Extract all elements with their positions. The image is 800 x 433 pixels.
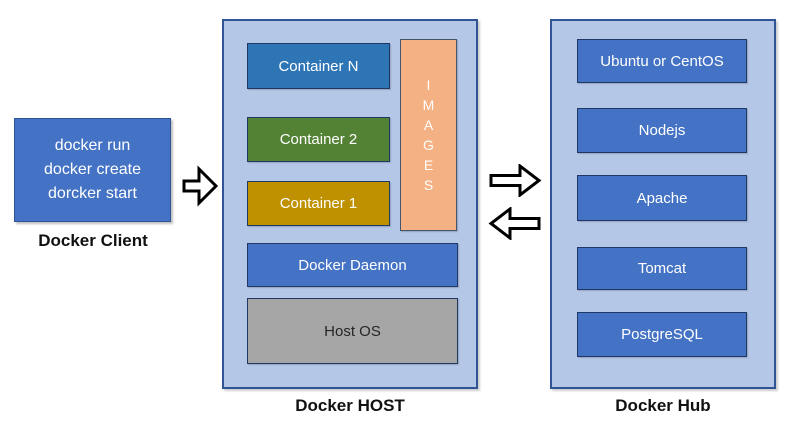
container-2-label: Container 2 bbox=[279, 131, 358, 148]
host-os-box: Host OS bbox=[247, 298, 458, 364]
host-to-hub-arrow-icon bbox=[489, 164, 542, 197]
hub-repo-apache-box: Apache bbox=[577, 175, 747, 221]
docker-daemon-box: Docker Daemon bbox=[247, 243, 458, 287]
docker-host-label: Docker HOST bbox=[295, 396, 405, 415]
client-to-host-arrow-icon bbox=[182, 165, 219, 207]
hub-repo-label: PostgreSQL bbox=[621, 326, 703, 343]
hub-repo-postgresql-box: PostgreSQL bbox=[577, 312, 747, 357]
hub-repo-label: Apache bbox=[636, 189, 688, 207]
images-letter: M bbox=[422, 97, 435, 113]
hub-repo-label: Tomcat bbox=[637, 260, 687, 277]
container-2-box: Container 2 bbox=[247, 117, 390, 162]
docker-daemon-label: Docker Daemon bbox=[298, 256, 407, 274]
hub-repo-nodejs-box: Nodejs bbox=[577, 108, 747, 153]
docker-hub-label: Docker Hub bbox=[615, 396, 711, 415]
docker-client-label: Docker Client bbox=[38, 231, 148, 250]
client-command-line: dorcker start bbox=[48, 185, 137, 202]
hub-to-host-arrow-icon bbox=[488, 207, 541, 240]
hub-repo-label: Ubuntu or CentOS bbox=[600, 52, 724, 70]
host-os-label: Host OS bbox=[324, 322, 381, 340]
container-1-label: Container 1 bbox=[279, 195, 358, 212]
docker-client-box: docker run docker create dorcker start bbox=[14, 118, 171, 222]
client-command-line: docker create bbox=[44, 161, 141, 178]
container-1-box: Container 1 bbox=[247, 181, 390, 226]
hub-repo-tomcat-box: Tomcat bbox=[577, 247, 747, 290]
images-letter: E bbox=[423, 157, 434, 173]
images-letter: S bbox=[423, 177, 434, 193]
container-n-label: Container N bbox=[278, 57, 359, 75]
docker-hub-panel: Ubuntu or CentOS Nodejs Apache Tomcat Po… bbox=[550, 19, 776, 389]
images-letter: I bbox=[426, 77, 431, 93]
container-n-box: Container N bbox=[247, 43, 390, 89]
client-command-line: docker run bbox=[54, 137, 131, 154]
hub-repo-label: Nodejs bbox=[638, 122, 686, 139]
images-letter: A bbox=[423, 117, 434, 133]
images-letter: G bbox=[423, 137, 434, 153]
hub-repo-ubuntu-box: Ubuntu or CentOS bbox=[577, 39, 747, 83]
